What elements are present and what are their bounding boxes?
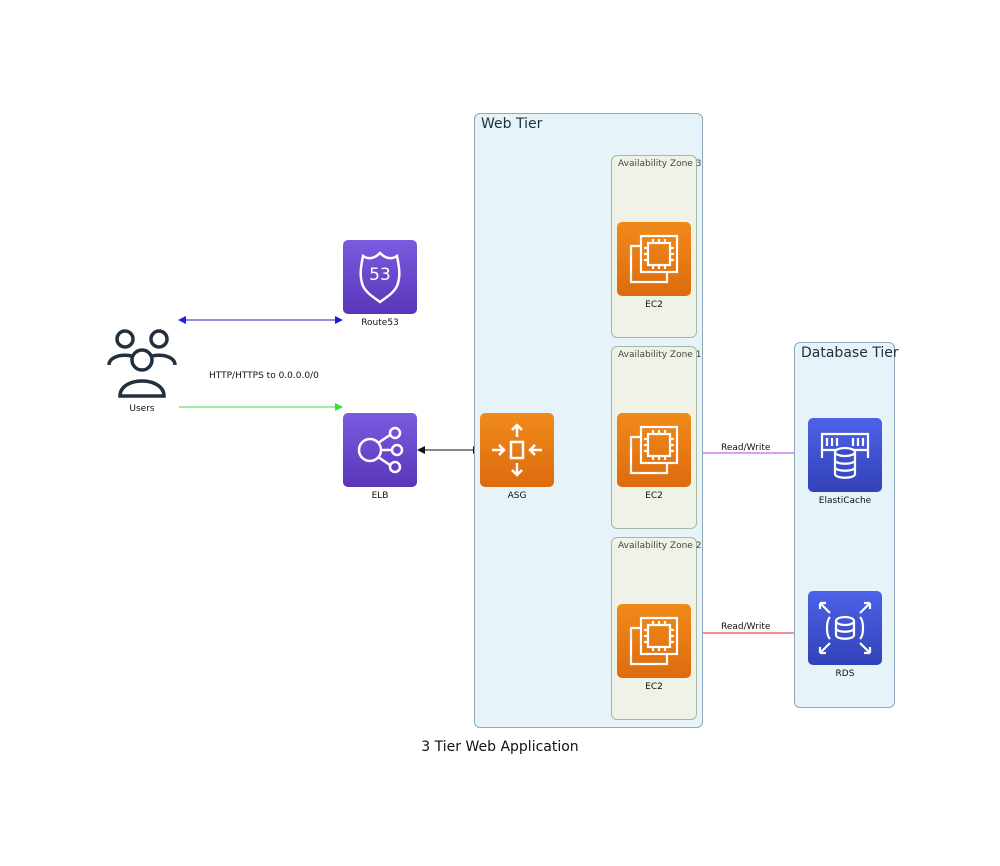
route53-badge: 53 — [369, 265, 391, 285]
ec2-az3-box — [617, 222, 691, 296]
asg-node[interactable]: ASG — [480, 413, 554, 501]
users-elb-edge-label: HTTP/HTTPS to 0.0.0.0/0 — [209, 371, 319, 381]
ec2-elasticache-edge-label: Read/Write — [721, 443, 771, 453]
rds-node[interactable]: RDS — [808, 591, 882, 679]
elasticache-box — [808, 418, 882, 492]
az2-title: Availability Zone 2 — [618, 541, 702, 551]
auto-scaling-icon — [492, 423, 542, 477]
az1-title: Availability Zone 1 — [618, 350, 702, 360]
ec2-az2-label: EC2 — [645, 682, 663, 692]
ec2-az2-box — [617, 604, 691, 678]
route53-node[interactable]: 53 Route53 — [343, 240, 417, 328]
asg-label: ASG — [507, 491, 527, 501]
asg-box — [480, 413, 554, 487]
rds-label: RDS — [835, 669, 855, 679]
elasticache-icon — [820, 432, 870, 479]
rds-box — [808, 591, 882, 665]
ec2-instance-icon — [629, 616, 679, 666]
elb-node[interactable]: ELB — [343, 413, 417, 501]
database-tier-title: Database Tier — [801, 345, 899, 361]
rds-database-icon — [818, 601, 872, 655]
elasticache-label: ElastiCache — [818, 496, 872, 506]
users-label: Users — [129, 404, 155, 414]
az3-title: Availability Zone 3 — [618, 159, 702, 169]
ec2-az1-label: EC2 — [645, 491, 663, 501]
load-balancer-icon — [357, 426, 404, 474]
ec2-az3-label: EC2 — [645, 300, 663, 310]
ec2-az2-node[interactable]: EC2 — [617, 604, 691, 692]
web-tier-title: Web Tier — [481, 116, 543, 132]
users-node[interactable]: Users — [105, 326, 179, 414]
ec2-rds-edge-label: Read/Write — [721, 622, 771, 632]
elb-label: ELB — [371, 491, 389, 501]
route53-box: 53 — [343, 240, 417, 314]
ec2-az3-node[interactable]: EC2 — [617, 222, 691, 310]
ec2-az1-node[interactable]: EC2 — [617, 413, 691, 501]
diagram-title: 3 Tier Web Application — [421, 739, 579, 755]
route53-label: Route53 — [361, 318, 399, 328]
route53-icon — [359, 251, 401, 304]
users-icon — [107, 329, 177, 398]
elb-box — [343, 413, 417, 487]
elasticache-node[interactable]: ElastiCache — [808, 418, 882, 506]
ec2-instance-icon — [629, 234, 679, 284]
ec2-instance-icon — [629, 425, 679, 475]
ec2-az1-box — [617, 413, 691, 487]
